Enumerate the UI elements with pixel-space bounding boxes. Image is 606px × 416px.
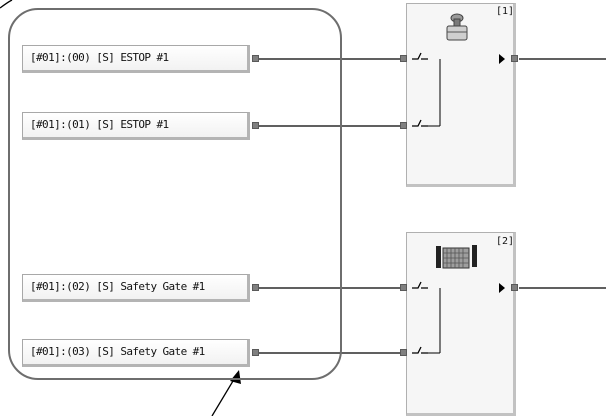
function-block-safety-gate[interactable] bbox=[406, 232, 516, 416]
input-tag-estop-00[interactable]: [#01]:(00) [S] ESTOP #1 bbox=[22, 45, 250, 73]
input-group-outline bbox=[8, 8, 342, 380]
block-input-port[interactable] bbox=[400, 55, 407, 62]
input-contact-icon bbox=[412, 52, 441, 127]
output-arrow-icon bbox=[499, 283, 505, 293]
block-input-port[interactable] bbox=[400, 284, 407, 291]
input-tag-estop-01[interactable]: [#01]:(01) [S] ESTOP #1 bbox=[22, 112, 250, 140]
input-tag-gate-03[interactable]: [#01]:(03) [S] Safety Gate #1 bbox=[22, 339, 250, 367]
input-port[interactable] bbox=[252, 122, 259, 129]
block-number: [1] bbox=[496, 6, 515, 17]
corner-stroke bbox=[0, 0, 13, 9]
input-port[interactable] bbox=[252, 284, 259, 291]
block-input-port[interactable] bbox=[400, 122, 407, 129]
pointer-arrow-icon bbox=[211, 370, 241, 416]
block-input-port[interactable] bbox=[400, 349, 407, 356]
block-number: [2] bbox=[496, 236, 515, 247]
input-contact-icon bbox=[412, 281, 441, 354]
emergency-stop-icon bbox=[446, 13, 468, 41]
block-output-port[interactable] bbox=[511, 55, 518, 62]
safety-gate-icon bbox=[436, 245, 477, 269]
input-port[interactable] bbox=[252, 55, 259, 62]
output-arrow-icon bbox=[499, 54, 505, 64]
input-port[interactable] bbox=[252, 349, 259, 356]
block-output-port[interactable] bbox=[511, 284, 518, 291]
input-tag-gate-02[interactable]: [#01]:(02) [S] Safety Gate #1 bbox=[22, 274, 250, 302]
